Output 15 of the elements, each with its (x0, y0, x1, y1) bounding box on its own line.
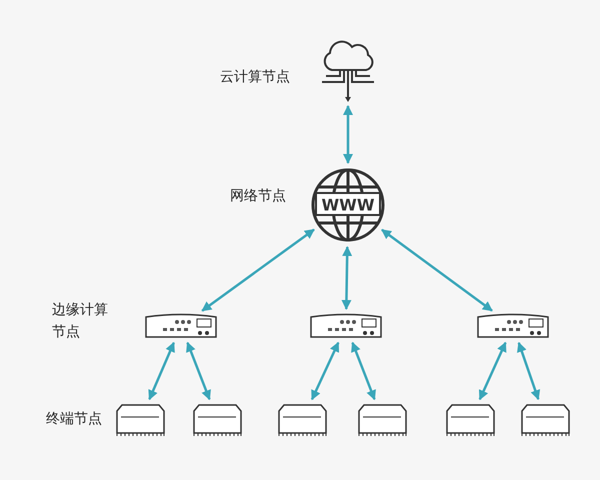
double-arrow (478, 342, 507, 400)
double-arrow (343, 105, 353, 164)
node-caption: 云计算节点 (220, 68, 290, 86)
double-arrow (351, 342, 376, 400)
double-arrow (341, 246, 352, 310)
double-arrow (201, 228, 315, 312)
double-arrow (381, 228, 493, 312)
tier-label: 终端节点 (46, 410, 102, 428)
double-arrow (310, 342, 340, 400)
node-label: WWW (322, 196, 374, 214)
tier-label: 边缘计算节点 (52, 301, 109, 342)
double-arrow (517, 342, 540, 400)
node-caption: 网络节点 (230, 187, 286, 205)
double-arrow (186, 342, 211, 400)
double-arrow (148, 342, 175, 400)
